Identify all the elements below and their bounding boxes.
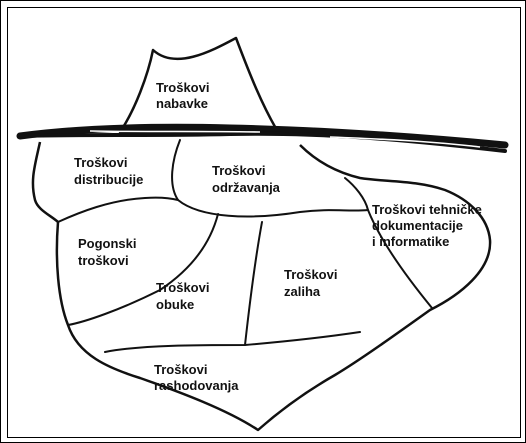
label-nabavke: Troškovi nabavke xyxy=(156,80,213,111)
label-zaliha: Troškovi zaliha xyxy=(284,267,341,299)
iceberg-tip xyxy=(118,36,280,134)
label-rashodovanja: Troškovi rashodovanja xyxy=(154,362,239,393)
label-obuke: Troškovi obuke xyxy=(156,280,213,312)
label-tehnicke: Troškovi tehničke dokumentacije i inform… xyxy=(372,202,485,249)
water-line xyxy=(16,123,509,153)
iceberg-body xyxy=(31,141,492,432)
obuke-zaliha-boundary xyxy=(244,221,263,346)
odrzavanja-boundary xyxy=(171,139,369,218)
label-distribucije: Troškovi distribucije xyxy=(74,155,143,187)
label-odrzavanja: Troškovi održavanja xyxy=(212,163,281,195)
distribucije-boundary xyxy=(57,196,179,223)
tehnicke-zaliha-boundary xyxy=(367,209,433,309)
rashodovanja-boundary xyxy=(104,331,361,353)
label-pogonski: Pogonski troškovi xyxy=(78,236,140,268)
pogonski-boundary xyxy=(67,213,219,326)
